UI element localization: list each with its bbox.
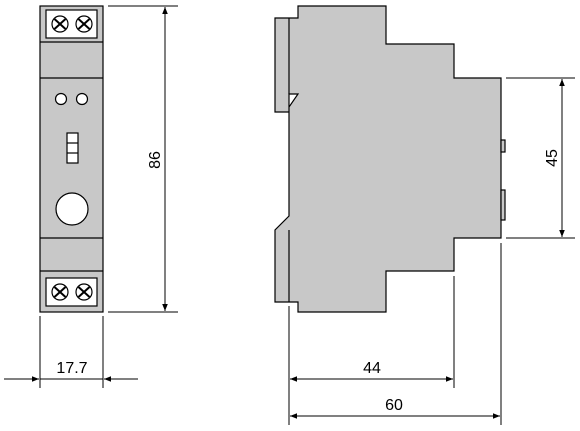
front-width-label: 17.7 (56, 360, 87, 377)
led-left (54, 92, 68, 106)
top-terminal-screw-right (75, 15, 93, 33)
side-height-dimension (506, 77, 575, 239)
side-connector-lower (500, 189, 506, 221)
bottom-terminal-screw-right (75, 283, 93, 301)
side-partial-depth-label: 44 (363, 360, 381, 377)
selector-switch (66, 132, 79, 164)
front-height-label: 86 (147, 151, 164, 169)
front-width-dimension (4, 316, 138, 388)
side-view (274, 5, 506, 313)
top-terminal-screw-left (51, 15, 69, 33)
side-height-label: 45 (544, 149, 561, 167)
adjustment-knob (55, 192, 89, 226)
bottom-terminal-screw-left (51, 283, 69, 301)
side-partial-depth-dimension (288, 276, 455, 425)
led-right (75, 92, 89, 106)
side-total-depth-dimension (290, 243, 502, 425)
front-view (39, 5, 104, 313)
front-height-dimension (108, 5, 178, 313)
side-housing (274, 5, 502, 313)
side-connector-upper (500, 139, 506, 153)
side-total-depth-label: 60 (385, 397, 403, 414)
